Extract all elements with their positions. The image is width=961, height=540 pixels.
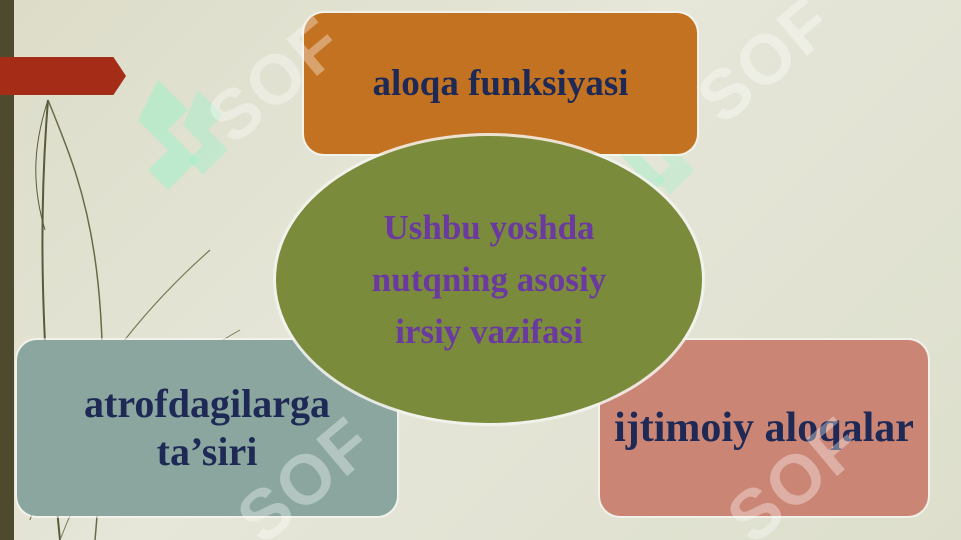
watermark-text: SOF bbox=[682, 0, 848, 139]
watermark-logo-icon bbox=[128, 70, 238, 225]
center-label: Ushbu yoshda nutqning asosiy irsiy vazif… bbox=[371, 207, 607, 351]
top-box-label: aloqa funksiyasi bbox=[372, 63, 629, 104]
left-box-label: atrofdagilarga ta’siri bbox=[84, 381, 330, 474]
top-box-aloqa-funksiyasi: aloqa funksiyasi bbox=[304, 13, 697, 154]
right-box-label: ijtimoiy aloqalar bbox=[614, 405, 914, 451]
center-ellipse: Ushbu yoshda nutqning asosiy irsiy vazif… bbox=[276, 136, 702, 423]
arrow-tab-decoration bbox=[0, 57, 126, 95]
left-edge-stripe bbox=[0, 0, 14, 540]
